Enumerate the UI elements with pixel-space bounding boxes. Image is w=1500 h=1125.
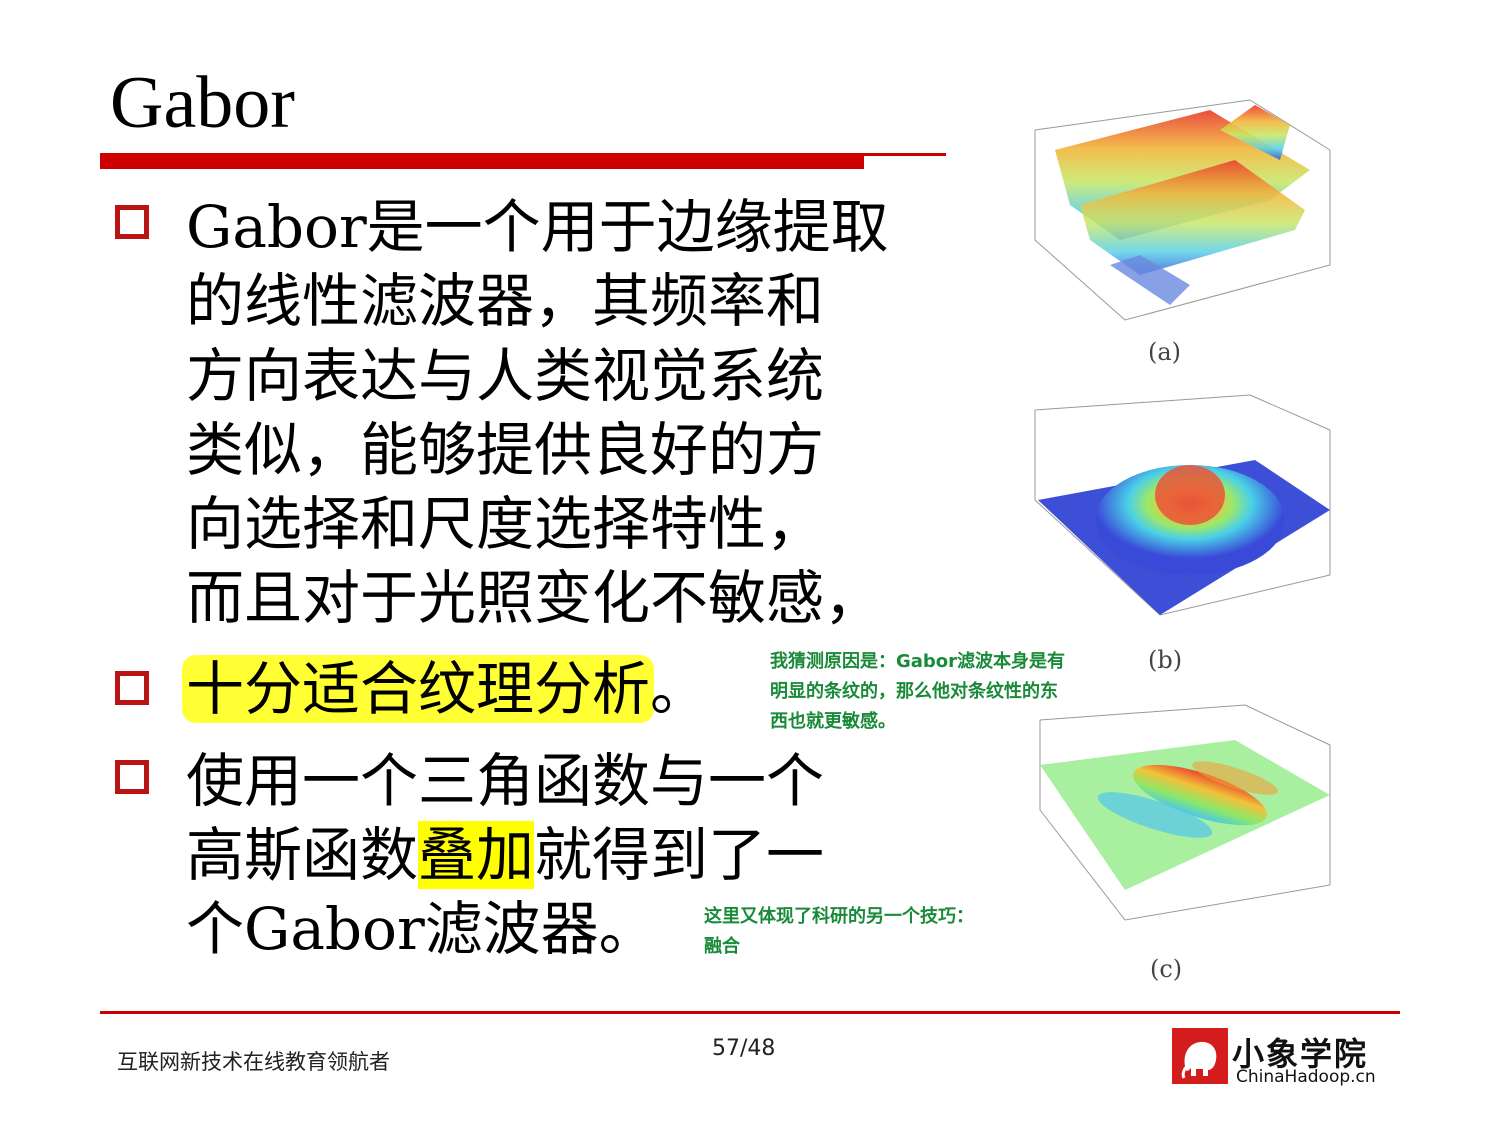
page-number: 57/48 (712, 1036, 776, 1061)
elephant-logo-icon (1172, 1028, 1228, 1084)
highlighted-phrase: 十分适合纹理分析 (182, 655, 655, 723)
annotation-note-1: 我猜测原因是：Gabor滤波本身是有 明显的条纹的，那么他对条纹性的东 西也就更… (770, 651, 1066, 732)
logo-text: 小象学院 (1232, 1035, 1369, 1073)
bullet2-text: 十分适合纹理分析。 (182, 655, 708, 723)
title-underline-thin (864, 153, 946, 156)
bullet-square-icon (115, 760, 149, 794)
footer-tagline: 互联网新技术在线教育领航者 (117, 1050, 390, 1074)
bullet1-line6: 而且对于光照变化不敏感， (186, 564, 883, 632)
bullet-square-icon (115, 205, 149, 239)
footer-divider (100, 1011, 1400, 1014)
bullet3-line1: 使用一个三角函数与一个 (186, 747, 825, 815)
bullet3-line3: 个Gabor滤波器。 (186, 895, 657, 963)
bullet2-tail: 。 (650, 655, 709, 723)
bullet1-line1: Gabor是一个用于边缘提取 (186, 193, 889, 261)
annotation-note-2: 这里又体现了科研的另一个技巧： 融合 (704, 906, 974, 957)
bullet1-line4: 类似，能够提供良好的方 (186, 416, 825, 484)
figure-label-c: (c) (1150, 955, 1183, 983)
gabor-plot-b (1034, 394, 1331, 616)
highlighted-word: 叠加 (418, 821, 535, 889)
gabor-plot-c (1039, 704, 1331, 921)
figure-label-b: (b) (1148, 646, 1183, 674)
gabor-plot-a (1034, 99, 1331, 321)
slide-title: Gabor (110, 62, 295, 144)
bullet3-line2: 高斯函数叠加就得到了一 (186, 821, 825, 889)
bullet1-line2: 的线性滤波器，其频率和 (186, 267, 825, 335)
bullet1-line5: 向选择和尺度选择特性， (186, 490, 825, 558)
bullet1-line3: 方向表达与人类视觉系统 (186, 342, 825, 410)
title-underline-bar (100, 153, 864, 169)
logo-subtext: ChinaHadoop.cn (1236, 1067, 1376, 1087)
bullet-square-icon (115, 671, 149, 705)
figure-label-a: (a) (1148, 338, 1182, 366)
